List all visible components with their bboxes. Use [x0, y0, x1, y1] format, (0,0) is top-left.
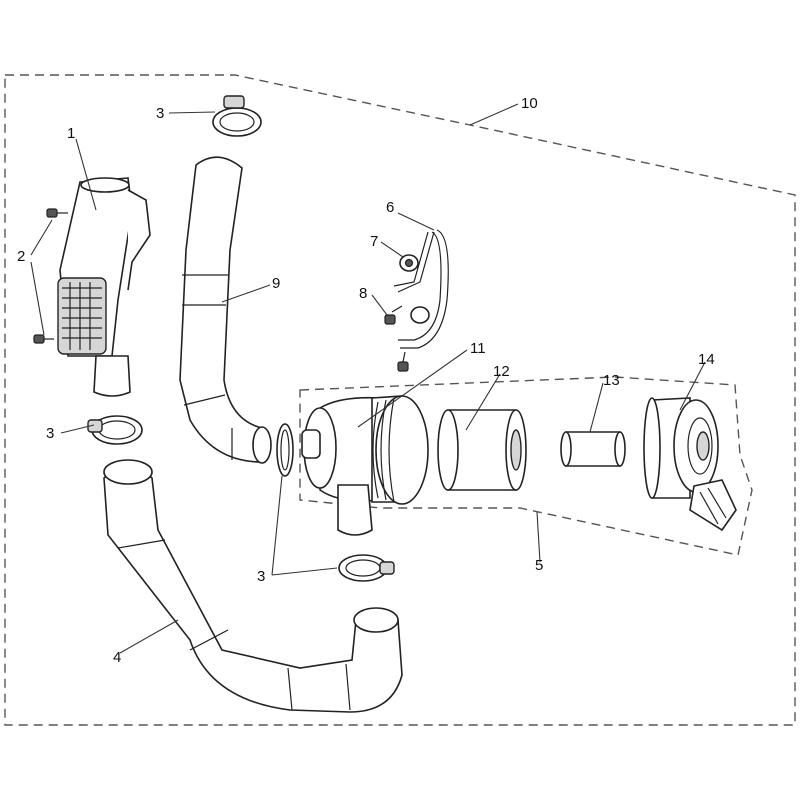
- callout-1: 1: [67, 125, 75, 142]
- part-8-screws: [384, 305, 409, 372]
- callout-8: 8: [359, 285, 367, 302]
- part-7-nut: [399, 254, 419, 272]
- part-11-filter-housing: [301, 395, 429, 536]
- callout-13: 13: [603, 372, 620, 389]
- callout-4: 4: [113, 649, 121, 666]
- part-6-bracket: [393, 229, 449, 349]
- part-3-clamp-left: [87, 415, 143, 445]
- part-12-filter-element: [437, 409, 527, 491]
- callout-7: 7: [370, 233, 378, 250]
- callout-5: 5: [535, 557, 543, 574]
- part-3-clamp-center: [276, 423, 294, 477]
- assembly-boundary-10: [4, 74, 796, 726]
- part-13-inner-filter: [560, 431, 626, 467]
- leader-lines: [30, 103, 706, 654]
- callout-6: 6: [386, 199, 394, 216]
- callout-3-left: 3: [46, 425, 54, 442]
- part-1-intake-snorkel: [57, 177, 151, 397]
- part-3-clamp-bottom: [338, 554, 395, 582]
- callout-3-top: 3: [156, 105, 164, 122]
- callout-10: 10: [521, 95, 538, 112]
- part-4-lower-hose: [103, 459, 403, 713]
- callout-3-bottom: 3: [257, 568, 265, 585]
- part-3-clamp-top: [212, 95, 262, 137]
- part-2-bolts: [33, 208, 68, 344]
- part-14-end-cap: [643, 397, 737, 532]
- callout-11: 11: [470, 340, 486, 357]
- callout-9: 9: [272, 275, 280, 292]
- callout-2: 2: [17, 248, 25, 265]
- callout-12: 12: [493, 363, 510, 380]
- callout-14: 14: [698, 351, 715, 368]
- part-9-upper-hose: [179, 156, 272, 464]
